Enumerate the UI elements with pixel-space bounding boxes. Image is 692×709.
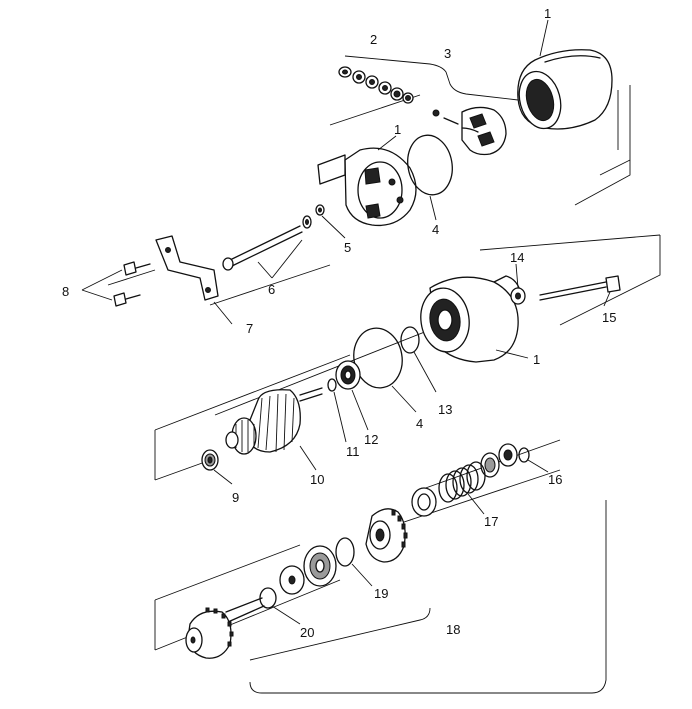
through-bolts xyxy=(222,215,312,271)
collar xyxy=(498,443,518,467)
callout-15: 15 xyxy=(602,310,616,325)
washer-11 xyxy=(327,378,337,392)
callout-8: 8 xyxy=(62,284,69,299)
callout-4-middle: 4 xyxy=(416,416,423,431)
end-cover xyxy=(317,147,417,227)
bracket-18-left xyxy=(249,607,431,661)
callout-numbers: 1 2 3 1 4 5 6 8 7 14 15 1 13 4 12 11 10 … xyxy=(62,6,616,640)
washer-14 xyxy=(510,287,526,305)
callout-17: 17 xyxy=(484,514,498,529)
nut-washer-stack xyxy=(338,66,414,104)
callout-20: 20 xyxy=(300,625,314,640)
callout-1-end-cover: 1 xyxy=(394,122,401,137)
callout-16: 16 xyxy=(548,472,562,487)
yoke-housing-top xyxy=(517,49,613,130)
pinion-shaft xyxy=(185,597,265,659)
planetary-plate xyxy=(303,545,337,587)
callout-12: 12 xyxy=(364,432,378,447)
bracket-18-right xyxy=(249,500,607,694)
brush-holder-assembly xyxy=(432,106,507,156)
leader-lines xyxy=(81,19,611,625)
o-ring-top xyxy=(407,134,453,196)
bolt-15 xyxy=(539,275,621,301)
callout-2: 2 xyxy=(370,32,377,47)
o-ring-13 xyxy=(400,326,420,354)
callout-18: 18 xyxy=(446,622,460,637)
callout-7: 7 xyxy=(246,321,253,336)
bearing-12 xyxy=(335,360,361,390)
callout-13: 13 xyxy=(438,402,452,417)
o-ring-19 xyxy=(335,537,355,567)
callout-9: 9 xyxy=(232,490,239,505)
callout-11: 11 xyxy=(346,444,360,459)
callout-14: 14 xyxy=(510,250,524,265)
washer-plate xyxy=(279,565,305,595)
callout-19: 19 xyxy=(374,586,388,601)
washer-5 xyxy=(315,204,325,216)
callout-10: 10 xyxy=(310,472,324,487)
callout-3: 3 xyxy=(444,46,451,61)
bolts-8 xyxy=(113,261,151,307)
callout-4-top: 4 xyxy=(432,222,439,237)
bushing-9 xyxy=(201,449,219,471)
front-housing xyxy=(420,275,523,363)
callout-1-yoke: 1 xyxy=(544,6,551,21)
mounting-bracket xyxy=(155,235,219,301)
armature-10 xyxy=(225,387,323,455)
callout-5: 5 xyxy=(344,240,351,255)
callout-1-housing: 1 xyxy=(533,352,540,367)
clip-20 xyxy=(259,587,277,609)
callout-6: 6 xyxy=(268,282,275,297)
o-ring-middle xyxy=(353,327,403,389)
bracket-3 xyxy=(344,55,519,101)
circlip-16 xyxy=(518,447,530,463)
sleeve xyxy=(411,487,437,517)
clutch-gear xyxy=(365,508,408,563)
stop-ring xyxy=(480,452,500,478)
spring-17 xyxy=(438,461,486,503)
